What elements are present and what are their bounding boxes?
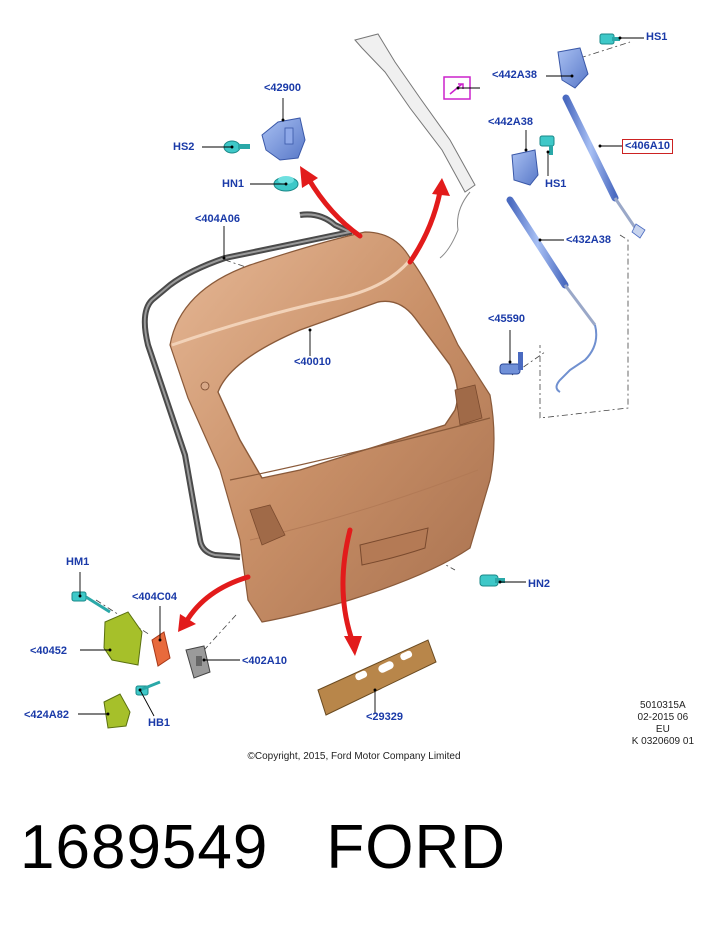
screw-hm1 (71, 591, 111, 614)
top-hinge-bracket (557, 47, 589, 89)
label-hs2: HS2 (173, 141, 195, 153)
meta-date: 02-2015 06 (637, 712, 689, 723)
label-hs1-top: HS1 (646, 31, 668, 43)
label-442a38-mid: <442A38 (488, 116, 533, 128)
label-29329: <29329 (366, 711, 404, 723)
spoiler-bar (354, 33, 476, 259)
label-hb1: HB1 (148, 717, 171, 729)
label-40010: <40010 (294, 356, 332, 368)
cover-424a82 (103, 693, 131, 729)
nut-hn1 (273, 176, 299, 192)
label-406a10: <406A10 (622, 139, 673, 154)
latch-402a10 (185, 645, 211, 679)
bolt-hb1 (135, 680, 161, 696)
label-432a38: <432A38 (566, 234, 611, 246)
gas-strut-406a10 (562, 94, 646, 239)
meta-code: 5010315A (640, 700, 686, 711)
label-40452: <40452 (30, 645, 68, 657)
arrow-head-4 (178, 614, 196, 632)
bracket-40452 (103, 611, 143, 666)
bolt-hs1-top (599, 33, 620, 45)
part-number: 1689549 (20, 813, 269, 882)
gas-strut-432a38 (506, 196, 598, 393)
latch-42900 (261, 117, 306, 161)
meta-ref: K 0320609 01 (631, 736, 694, 747)
label-hn2: HN2 (528, 578, 551, 590)
label-hs1-mid: HS1 (545, 178, 567, 190)
label-442a38-top: <442A38 (492, 69, 537, 81)
mid-hinge-bracket (511, 149, 539, 186)
bolt-hs1-mid (539, 135, 555, 155)
label-hm1: HM1 (66, 556, 90, 568)
part-caption: 1689549 FORD (20, 812, 564, 883)
license-bracket-29329 (317, 639, 437, 716)
label-45590: <45590 (488, 313, 526, 325)
label-424a82: <424A82 (24, 709, 69, 721)
nut-hn2 (479, 574, 505, 587)
arrow-head-1 (300, 166, 318, 188)
meta-region: EU (655, 724, 670, 735)
copyright: ©Copyright, 2015, Ford Motor Company Lim… (247, 751, 461, 762)
arrow-head-2 (432, 178, 450, 196)
brand: FORD (326, 813, 507, 882)
label-402a10: <402A10 (242, 655, 287, 667)
leader-lines (78, 36, 644, 717)
diagram-meta: 5010315A 02-2015 06 EU K 0320609 01 (632, 700, 694, 748)
label-hn1: HN1 (222, 178, 245, 190)
label-404a06: <404A06 (195, 213, 240, 225)
parts-diagram (71, 33, 646, 729)
connector-45590 (499, 352, 523, 375)
label-404c04: <404C04 (132, 591, 177, 603)
liftgate-panel (169, 231, 495, 623)
red-arrows (183, 175, 443, 643)
arrow-head-3 (344, 636, 362, 656)
trim-404c04 (151, 631, 171, 667)
label-42900: <42900 (264, 82, 302, 94)
